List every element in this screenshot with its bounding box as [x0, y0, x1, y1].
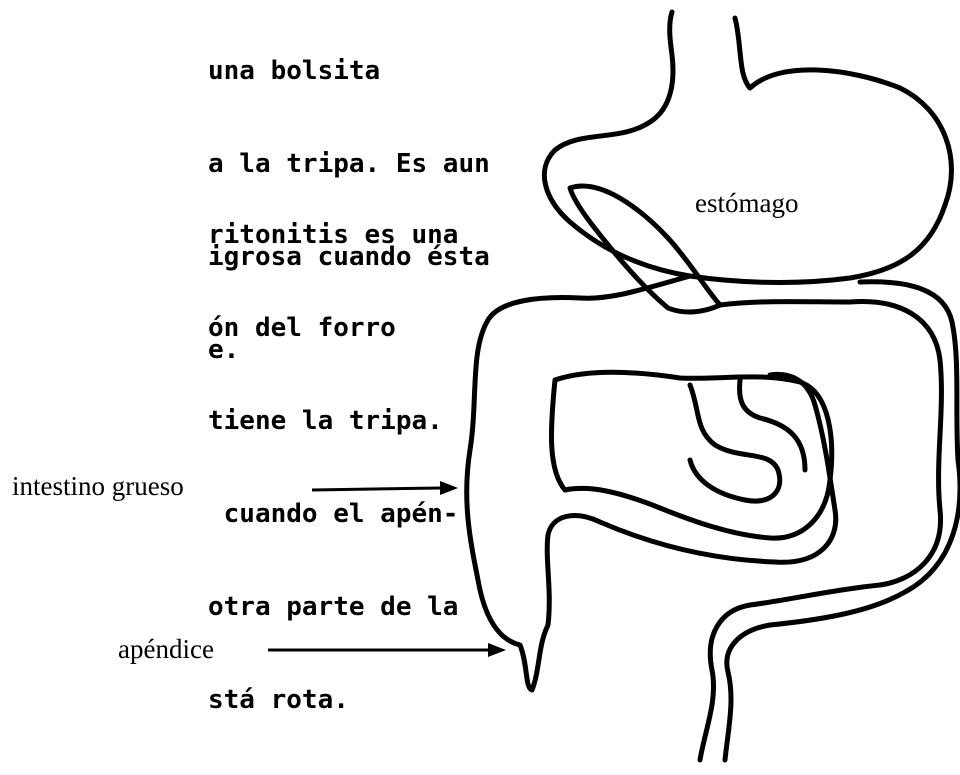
stomach-label: estómago — [695, 188, 799, 218]
large-intestine-outline — [697, 279, 960, 763]
paragraph-2-line: stá rota. — [208, 685, 349, 715]
paragraph-1-line: una bolsita — [208, 56, 381, 86]
paragraph-1-line: e. — [208, 335, 240, 365]
paragraph-2-line: ón del forro — [208, 313, 396, 343]
paragraph-1: una bolsita a la tripa. Es aun igrosa cu… — [208, 0, 568, 397]
paragraph-1-line: igrosa cuando ésta — [208, 242, 490, 272]
paragraph-1-line: a la tripa. Es aun — [208, 149, 490, 179]
stomach-outline — [541, 9, 954, 285]
large-intestine-left — [464, 273, 839, 693]
paragraph-2-line: cuando el apén- — [208, 499, 459, 529]
paragraph-2: ritonitis es una ón del forro tiene la t… — [208, 158, 568, 747]
paragraph-2-line: tiene la tripa. — [208, 406, 443, 436]
paragraph-2-line: ritonitis es una — [208, 220, 459, 250]
label-arrows — [268, 481, 506, 657]
large-intestine-label: intestino grueso — [12, 471, 184, 501]
paragraph-2-line: otra parte de la — [208, 592, 459, 622]
small-intestine-loop — [549, 369, 835, 541]
appendix-label: apéndice — [118, 634, 214, 664]
small-intestine-inner — [687, 377, 808, 504]
stomach-curl — [567, 183, 723, 315]
